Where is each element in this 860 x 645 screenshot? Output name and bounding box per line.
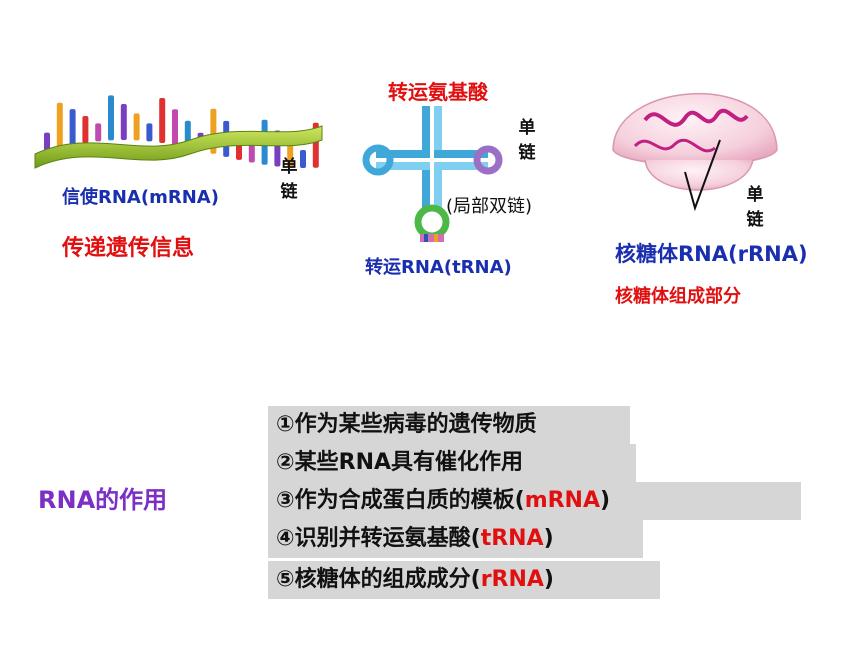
mrna-base bbox=[108, 95, 114, 141]
roles-title: RNA的作用 bbox=[38, 486, 168, 514]
mrna-base bbox=[287, 140, 294, 168]
role-item-suffix: ) bbox=[600, 488, 611, 513]
mrna-base bbox=[95, 123, 102, 142]
role-item-highlight: tRNA bbox=[480, 526, 544, 551]
rrna-function: 核糖体组成部分 bbox=[615, 286, 741, 307]
mrna-base bbox=[300, 149, 306, 168]
role-item: ⑤核糖体的组成成分(rRNA) bbox=[268, 561, 660, 599]
mrna-name: 信使RNA(mRNA) bbox=[62, 187, 219, 208]
trna-illustration bbox=[362, 106, 503, 242]
trna-strand-label: 单链 bbox=[518, 118, 536, 163]
role-item: ①作为某些病毒的遗传物质 bbox=[268, 406, 630, 444]
role-item-highlight: mRNA bbox=[524, 488, 600, 513]
mrna-base bbox=[69, 109, 76, 146]
mrna-base bbox=[120, 104, 127, 141]
ribosome-illustration bbox=[612, 93, 778, 212]
mrna-illustration bbox=[34, 95, 323, 169]
mrna-backbone bbox=[34, 125, 323, 169]
mrna-function: 传递遗传信息 bbox=[62, 236, 195, 261]
mrna-base bbox=[56, 102, 63, 148]
role-item-highlight: rRNA bbox=[480, 567, 544, 592]
rrna-name: 核糖体RNA(rRNA) bbox=[615, 242, 808, 266]
role-item-suffix: ) bbox=[543, 567, 554, 592]
role-item-text: ①作为某些病毒的遗传物质 bbox=[276, 412, 537, 437]
mrna-base bbox=[248, 144, 255, 163]
mrna-base bbox=[172, 109, 178, 146]
rrna-strand-label: 单链 bbox=[746, 185, 764, 230]
mrna-base bbox=[133, 113, 140, 141]
mrna-base bbox=[44, 132, 50, 151]
role-item: ②某些RNA具有催化作用 bbox=[268, 444, 636, 482]
mrna-base bbox=[146, 123, 153, 142]
role-item: ④识别并转运氨基酸(tRNA) bbox=[268, 520, 643, 558]
role-item-text: ④识别并转运氨基酸( bbox=[276, 526, 481, 551]
trna-top-label: 转运氨基酸 bbox=[388, 80, 488, 104]
trna-name: 转运RNA(tRNA) bbox=[365, 257, 512, 278]
role-item-text: ②某些RNA具有催化作用 bbox=[276, 450, 524, 475]
role-item-text: ⑤核糖体的组成成分( bbox=[276, 567, 481, 592]
mrna-strand-label: 单链 bbox=[280, 157, 298, 202]
role-item-text: ③作为合成蛋白质的模板( bbox=[276, 488, 525, 513]
trna-note: (局部双链) bbox=[446, 196, 533, 217]
mrna-base bbox=[159, 98, 166, 144]
role-item: ③作为合成蛋白质的模板(mRNA) bbox=[268, 482, 801, 520]
role-item-suffix: ) bbox=[543, 526, 554, 551]
mrna-base bbox=[82, 115, 89, 143]
